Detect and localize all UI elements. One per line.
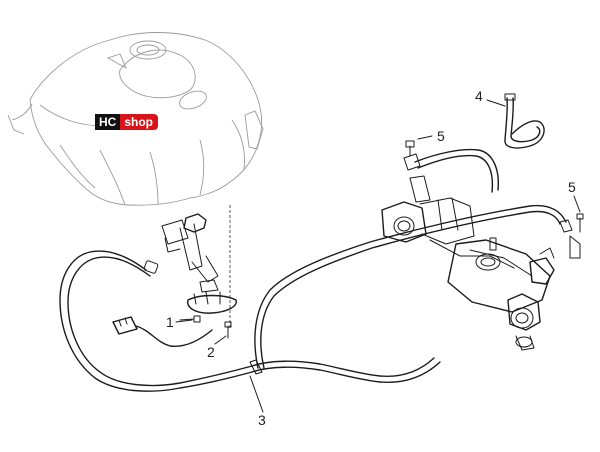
hose-clamp-top <box>405 140 415 157</box>
callout-5-right: 5 <box>568 179 576 195</box>
fuel-hose <box>59 250 441 392</box>
callout-4: 4 <box>475 88 483 104</box>
callout-5-top: 5 <box>437 128 445 144</box>
screw-2 <box>224 321 232 339</box>
callout-3: 3 <box>258 412 266 428</box>
upper-hose <box>403 148 499 193</box>
leader-lines <box>175 99 581 413</box>
callout-1: 1 <box>166 314 174 330</box>
wiring-connector <box>112 316 213 347</box>
hose-clamp-right <box>569 213 584 259</box>
badge-shop: shop <box>120 114 159 130</box>
badge-hc: HC <box>95 114 121 130</box>
return-hose <box>254 204 573 369</box>
breather-hose <box>504 93 545 149</box>
callout-2: 2 <box>207 344 215 360</box>
fuel-pump <box>143 213 237 314</box>
shop-badge: HC shop <box>95 114 159 130</box>
throttle-body <box>381 175 555 351</box>
screw-1 <box>179 315 201 323</box>
fuel-tank <box>7 32 264 206</box>
